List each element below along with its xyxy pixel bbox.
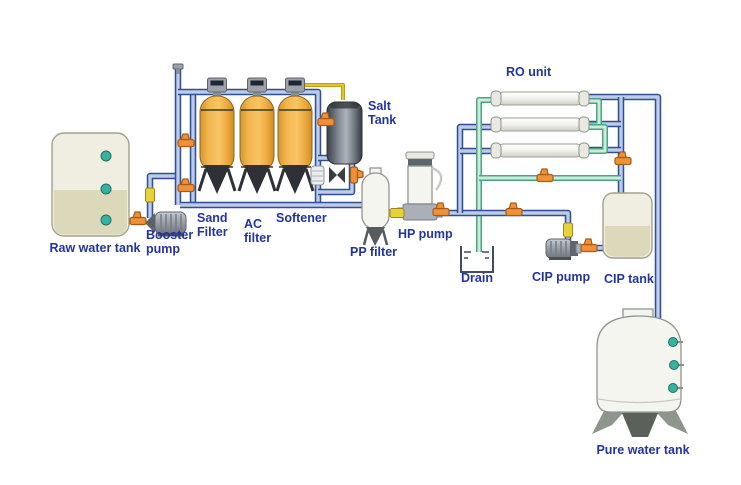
ro-membrane-1 bbox=[490, 90, 590, 107]
label-salt-tank: Salt Tank bbox=[368, 99, 397, 127]
tank-port-icon bbox=[100, 214, 112, 226]
salt-tank bbox=[326, 101, 363, 165]
label-pp-filter: PP filter bbox=[350, 245, 398, 259]
cip-pump bbox=[545, 238, 582, 260]
pipe-permeate bbox=[476, 97, 492, 180]
flow-sensor-icon bbox=[389, 208, 405, 218]
pipe-feed bbox=[148, 174, 180, 218]
tank-port-icon bbox=[100, 150, 112, 162]
label-cip-pump: CIP pump bbox=[532, 270, 591, 284]
valve-icon bbox=[614, 151, 632, 166]
pp-filter bbox=[361, 167, 390, 246]
label-pure-water-tank: Pure water tank bbox=[596, 443, 690, 457]
label-booster-pump: Booster pump bbox=[146, 228, 194, 256]
label-ro-unit: RO unit bbox=[506, 65, 552, 79]
pure-water-tank bbox=[592, 308, 688, 437]
ac-filter-vessel bbox=[237, 77, 277, 194]
water-meter-icon bbox=[310, 165, 325, 186]
label-ac-filter: AC filter bbox=[244, 217, 272, 245]
label-softener: Softener bbox=[276, 211, 327, 225]
tank-port-icon bbox=[668, 383, 678, 393]
valve-icon bbox=[580, 238, 598, 253]
flow-sensor-icon bbox=[145, 187, 155, 203]
booster-pump bbox=[145, 211, 187, 237]
tank-port-icon bbox=[669, 360, 679, 370]
valve-icon bbox=[536, 168, 554, 183]
ro-membrane-3 bbox=[490, 142, 590, 159]
label-hp-pump: HP pump bbox=[398, 227, 453, 241]
valve-icon bbox=[505, 202, 523, 217]
tank-port-icon bbox=[100, 183, 112, 195]
valve-icon bbox=[129, 211, 147, 226]
pipe-permeate bbox=[477, 98, 492, 180]
tank-port-icon bbox=[668, 337, 678, 347]
valve-icon bbox=[432, 202, 450, 217]
valve-icon bbox=[317, 112, 335, 127]
cip-tank bbox=[602, 192, 653, 259]
pipe-feed bbox=[583, 95, 660, 324]
softener-vessel bbox=[275, 77, 315, 194]
raw-water-tank bbox=[51, 132, 130, 237]
label-cip-tank: CIP tank bbox=[604, 272, 654, 286]
pipe-brine bbox=[302, 83, 345, 100]
valve-icon bbox=[349, 166, 364, 184]
valve-icon bbox=[177, 133, 195, 148]
impeller-icon bbox=[329, 167, 345, 183]
valve-group bbox=[129, 112, 632, 253]
label-drain: Drain bbox=[461, 271, 493, 285]
label-sand-filter: Sand Filter bbox=[197, 211, 228, 239]
pipe-permeate bbox=[586, 125, 607, 153]
sampling-valve-icon bbox=[172, 63, 184, 74]
valve-icon bbox=[177, 178, 195, 193]
flow-sensor-icon bbox=[563, 222, 573, 238]
hp-pump bbox=[397, 151, 443, 221]
sand-filter-vessel bbox=[197, 77, 237, 194]
drain-basin bbox=[460, 246, 494, 273]
ro-membrane-2 bbox=[490, 116, 590, 133]
label-raw-water-tank: Raw water tank bbox=[49, 241, 141, 255]
